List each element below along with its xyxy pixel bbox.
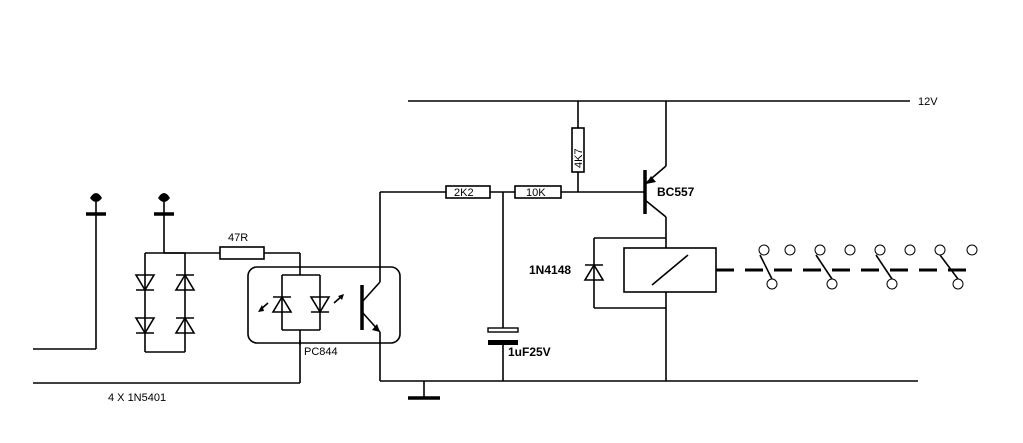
bridge-rectifier (134, 252, 196, 353)
flyback-diode-label: 1N4148 (529, 263, 571, 277)
input-wires (33, 214, 301, 384)
ground-icon (408, 381, 440, 400)
resistor-47r (164, 246, 301, 275)
capacitor-label: 1uF25V (508, 345, 551, 359)
transistor-bc557 (643, 101, 667, 248)
r-input-label: 47R (228, 232, 248, 244)
relay-coil-icon (594, 237, 717, 381)
r-base-1-label: 2K2 (454, 187, 474, 199)
supply-label: 12V (918, 96, 938, 108)
transistor-label: BC557 (657, 185, 695, 199)
r-base-2-label: 10K (526, 187, 546, 199)
capacitor (487, 327, 519, 345)
input-terminal-1-icon (86, 193, 106, 216)
flyback-diode (583, 238, 605, 308)
resistor-4k7 (571, 101, 585, 192)
optocoupler-label: PC844 (304, 346, 338, 358)
optocoupler (247, 266, 401, 345)
switch-contact-icon (758, 244, 978, 290)
bridge-label: 4 X 1N5401 (108, 392, 166, 404)
resistor-10k (514, 185, 562, 199)
resistor-2k2 (445, 185, 491, 199)
r-pullup-label: 4K7 (573, 148, 585, 168)
input-terminal-2-icon (154, 193, 174, 253)
base-drive-wires (379, 191, 645, 381)
